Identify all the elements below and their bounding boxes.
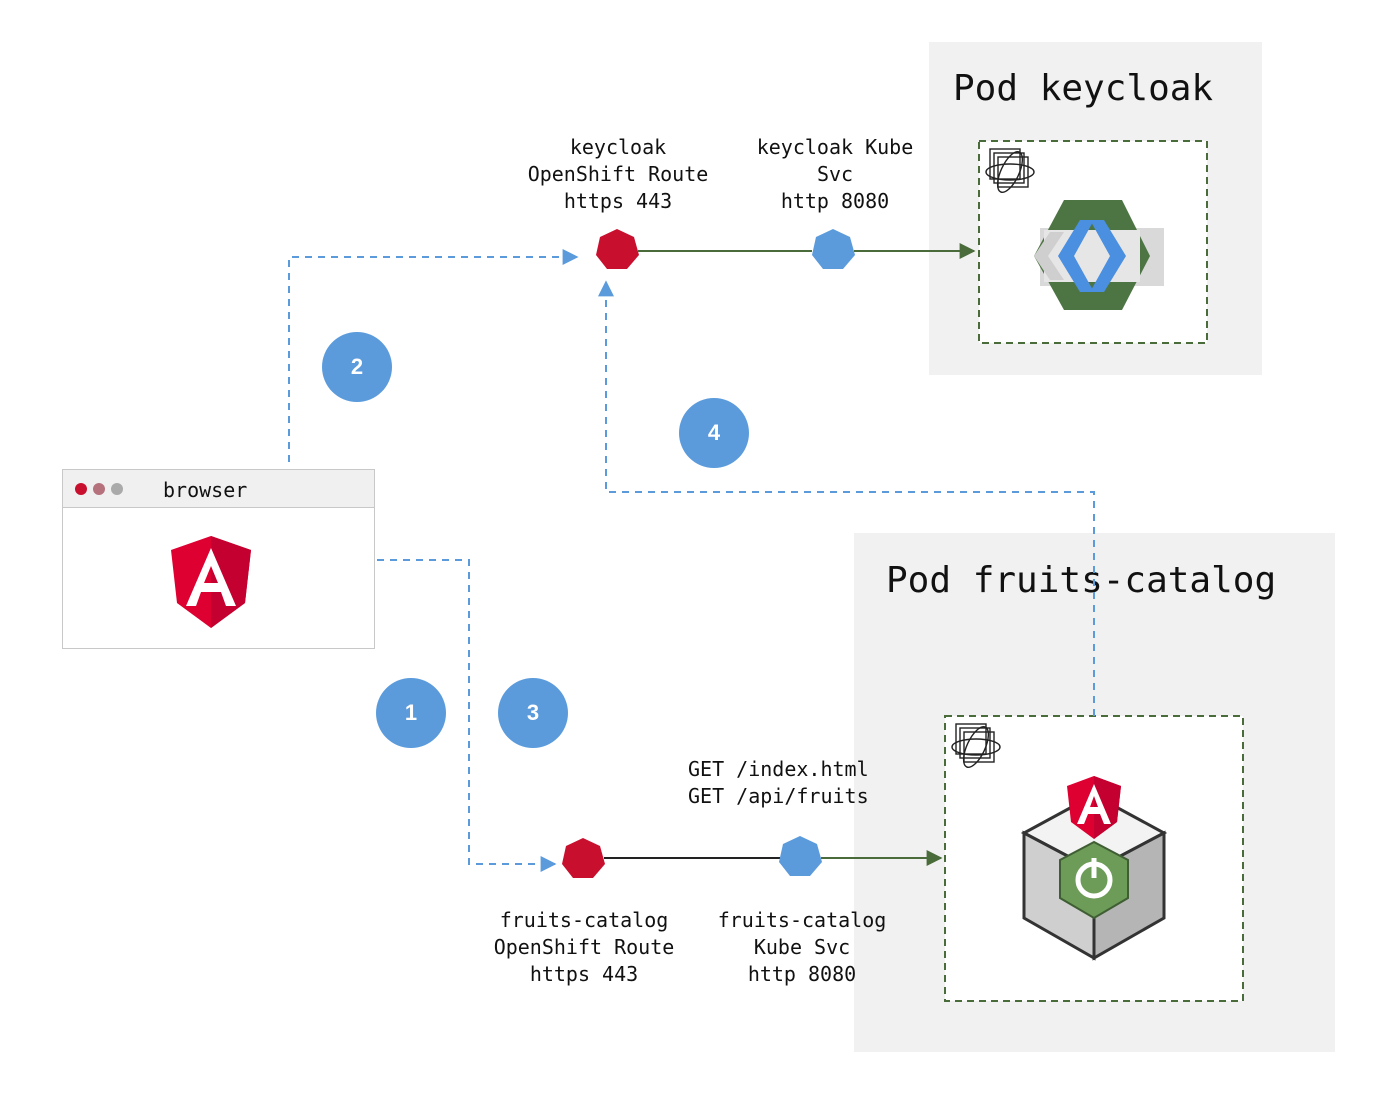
browser-title: browser <box>163 478 248 502</box>
kube-service-icon[interactable] <box>779 836 822 876</box>
keycloak-logo-icon <box>1034 200 1164 310</box>
angular-logo-icon <box>171 536 251 628</box>
fruits-svc-label: fruits-catalog Kube Svc http 8080 <box>717 908 887 986</box>
fruits-route-label: fruits-catalog OpenShift Route https 443 <box>493 908 675 986</box>
flow-step-2-line <box>288 249 579 462</box>
request-paths-label: GET /index.html GET /api/fruits <box>688 757 869 808</box>
flow-step-1-3-line <box>377 559 557 872</box>
openshift-route-icon[interactable] <box>562 838 605 878</box>
browser-maximize-dot <box>111 483 123 495</box>
step-badge-3: 3 <box>498 678 568 748</box>
browser-title-bar: browser <box>63 470 374 508</box>
keycloak-route-label: keycloak OpenShift Route https 443 <box>527 135 709 213</box>
openshift-route-icon[interactable] <box>596 229 639 269</box>
angular-logo-icon <box>1067 776 1121 839</box>
step-badge-4: 4 <box>679 398 749 468</box>
keycloak-svc-label: keycloak Kube Svc http 8080 <box>756 135 914 213</box>
browser-close-dot <box>75 483 87 495</box>
flow-step-4-line <box>598 280 1095 716</box>
pod-keycloak-title: Pod keycloak <box>953 68 1214 109</box>
browser-minimize-dot <box>93 483 105 495</box>
spring-boot-icon <box>1020 793 1168 961</box>
pod-fruits-catalog-title: Pod fruits-catalog <box>886 560 1277 601</box>
container-stack-icon <box>951 723 1001 768</box>
kube-service-icon[interactable] <box>812 229 855 269</box>
container-stack-icon <box>985 148 1035 193</box>
step-badge-2: 2 <box>322 332 392 402</box>
step-badge-1: 1 <box>376 678 446 748</box>
